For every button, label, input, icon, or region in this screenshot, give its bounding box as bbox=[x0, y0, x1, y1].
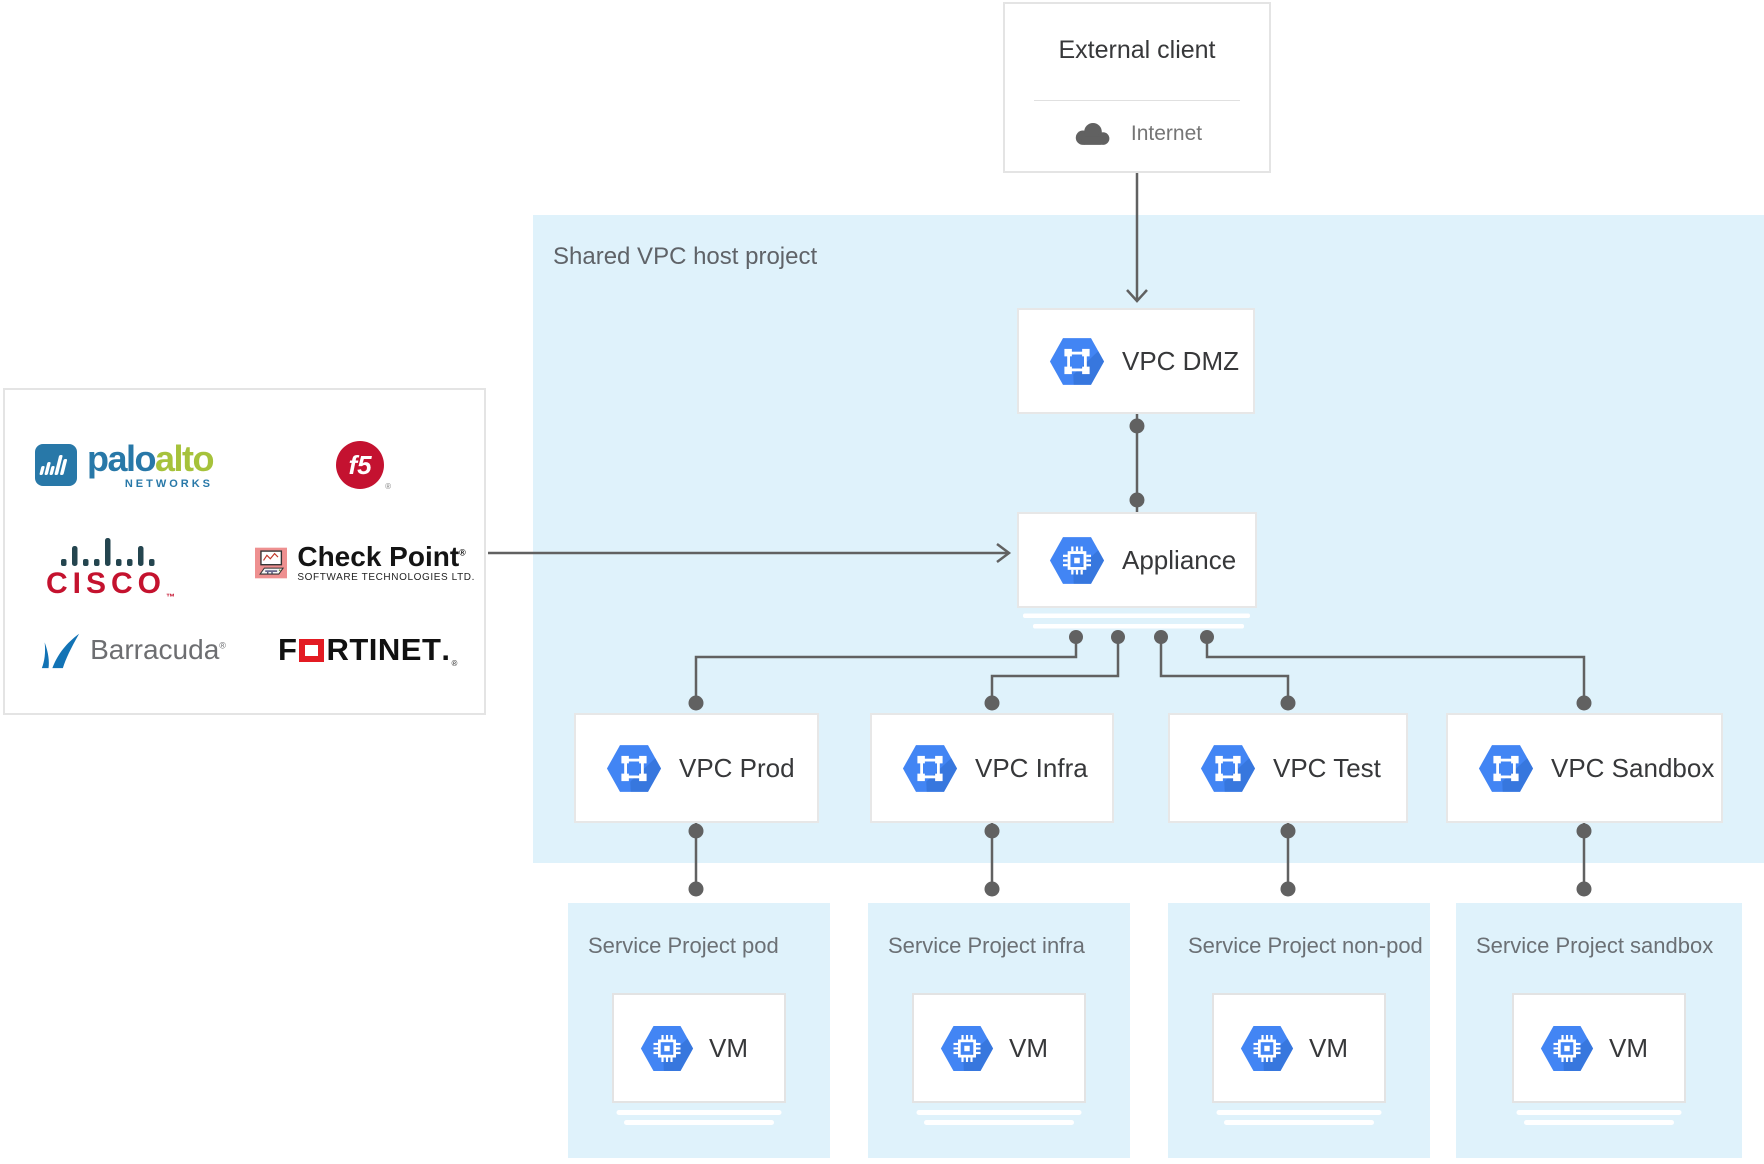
barracuda-wordmark: Barracuda® bbox=[90, 634, 226, 666]
compute-vm-icon bbox=[1540, 1025, 1594, 1072]
internet-row: Internet bbox=[1005, 120, 1269, 147]
vpc-sandbox-label: VPC Sandbox bbox=[1551, 752, 1715, 783]
palo-alto-word2: alto bbox=[155, 437, 215, 479]
vendor-palo-alto-logo: paloalto NETWORKS bbox=[19, 420, 229, 510]
fortinet-period: . bbox=[441, 632, 451, 667]
fortinet-wordmark: F RTINET . ® bbox=[278, 632, 458, 668]
cloud-icon bbox=[1075, 123, 1110, 145]
vendor-fortinet-logo: F RTINET . ® bbox=[263, 628, 473, 672]
stacked-instances-bar bbox=[1216, 1110, 1382, 1115]
vpc-prod-node: VPC Prod bbox=[574, 713, 819, 823]
vendor-f5-logo: f5 ® bbox=[305, 422, 415, 508]
service-project-label: Service Project infra bbox=[888, 933, 1085, 958]
vm-label: VM bbox=[1009, 1032, 1048, 1063]
vpc-network-icon bbox=[1200, 744, 1256, 793]
service-project-nonpod-panel: Service Project non-pod VM bbox=[1168, 903, 1430, 1158]
appliance-label: Appliance bbox=[1122, 544, 1237, 575]
internet-label: Internet bbox=[1130, 121, 1203, 145]
service-project-infra-panel: Service Project infra VM bbox=[868, 903, 1130, 1158]
host-project-label: Shared VPC host project bbox=[553, 243, 818, 270]
vpc-test-label: VPC Test bbox=[1273, 752, 1381, 783]
stacked-instances-bar bbox=[1524, 1120, 1674, 1125]
check-point-sub: SOFTWARE TECHNOLOGIES LTD. bbox=[297, 572, 475, 583]
compute-vm-icon bbox=[940, 1025, 994, 1072]
stacked-instances-bar bbox=[616, 1110, 782, 1115]
vm-label: VM bbox=[1609, 1032, 1648, 1063]
external-client-box: External client Internet bbox=[1003, 2, 1271, 173]
cisco-text: CISCO bbox=[45, 566, 166, 600]
appliance-chip-icon bbox=[1049, 536, 1105, 585]
vpc-dmz-node: VPC DMZ bbox=[1017, 308, 1255, 414]
appliance-vendors-box: paloalto NETWORKS f5 ® bbox=[3, 388, 486, 715]
vpc-infra-label: VPC Infra bbox=[975, 752, 1088, 783]
fortinet-rtinet: RTINET bbox=[326, 632, 442, 667]
stacked-instances-bar bbox=[1224, 1120, 1374, 1125]
cisco-wordmark: CISCO™ bbox=[45, 566, 175, 602]
compute-vm-icon bbox=[640, 1025, 694, 1072]
external-client-title: External client bbox=[1058, 36, 1216, 64]
barracuda-registered: ® bbox=[219, 640, 226, 651]
f5-mark: f5 bbox=[348, 449, 372, 480]
fortinet-registered: ® bbox=[451, 659, 458, 668]
palo-alto-sub: NETWORKS bbox=[124, 477, 214, 490]
stacked-instances-bar bbox=[924, 1120, 1074, 1125]
service-project-label: Service Project sandbox bbox=[1476, 933, 1714, 958]
stacked-instances-bar bbox=[1516, 1110, 1682, 1115]
barracuda-name: Barracuda bbox=[90, 634, 220, 665]
service-project-label: Service Project non-pod bbox=[1188, 933, 1423, 958]
compute-vm-icon bbox=[1240, 1025, 1294, 1072]
stacked-instances-bar bbox=[624, 1120, 774, 1125]
vm-card: VM bbox=[1212, 993, 1386, 1103]
palo-alto-word1: palo bbox=[86, 437, 157, 479]
palo-alto-wordmark: paloalto NETWORKS bbox=[86, 437, 215, 490]
appliance-node: Appliance bbox=[1017, 512, 1257, 608]
fortinet-o-gate-icon bbox=[299, 638, 325, 662]
vm-label: VM bbox=[1309, 1032, 1348, 1063]
vm-label: VM bbox=[709, 1032, 748, 1063]
vpc-network-icon bbox=[1049, 337, 1105, 386]
vpc-infra-node: VPC Infra bbox=[870, 713, 1114, 823]
service-project-pod-panel: Service Project pod VM bbox=[568, 903, 830, 1158]
vpc-network-icon bbox=[1478, 744, 1534, 793]
vpc-prod-label: VPC Prod bbox=[679, 752, 795, 783]
vendor-barracuda-logo: Barracuda® bbox=[27, 615, 237, 685]
vpc-network-icon bbox=[606, 744, 662, 793]
vpc-sandbox-node: VPC Sandbox bbox=[1446, 713, 1723, 823]
vpc-dmz-label: VPC DMZ bbox=[1122, 345, 1239, 376]
vpc-network-icon bbox=[902, 744, 958, 793]
check-point-registered: ® bbox=[459, 547, 466, 558]
f5-ball-icon: f5 ® bbox=[336, 441, 391, 491]
vm-card: VM bbox=[1512, 993, 1686, 1103]
stacked-instances-bar bbox=[916, 1110, 1082, 1115]
cisco-trademark: ™ bbox=[166, 591, 175, 602]
f5-registered-mark: ® bbox=[385, 482, 391, 491]
service-project-label: Service Project pod bbox=[588, 933, 779, 958]
cisco-bars-icon bbox=[60, 537, 154, 566]
check-point-wordmark: Check Point® SOFTWARE TECHNOLOGIES LTD. bbox=[297, 543, 475, 583]
vpc-test-node: VPC Test bbox=[1168, 713, 1408, 823]
service-project-sandbox-panel: Service Project sandbox VM bbox=[1456, 903, 1742, 1158]
check-point-name: Check Point bbox=[297, 541, 460, 572]
vendor-cisco-logo: CISCO™ bbox=[33, 528, 188, 608]
vm-card: VM bbox=[612, 993, 786, 1103]
check-point-icon bbox=[255, 547, 288, 579]
barracuda-fins-icon bbox=[41, 633, 80, 669]
vendor-check-point-logo: Check Point® SOFTWARE TECHNOLOGIES LTD. bbox=[255, 528, 475, 598]
fortinet-f: F bbox=[278, 632, 298, 667]
divider bbox=[1034, 100, 1240, 101]
vm-card: VM bbox=[912, 993, 1086, 1103]
palo-alto-icon bbox=[34, 444, 77, 486]
